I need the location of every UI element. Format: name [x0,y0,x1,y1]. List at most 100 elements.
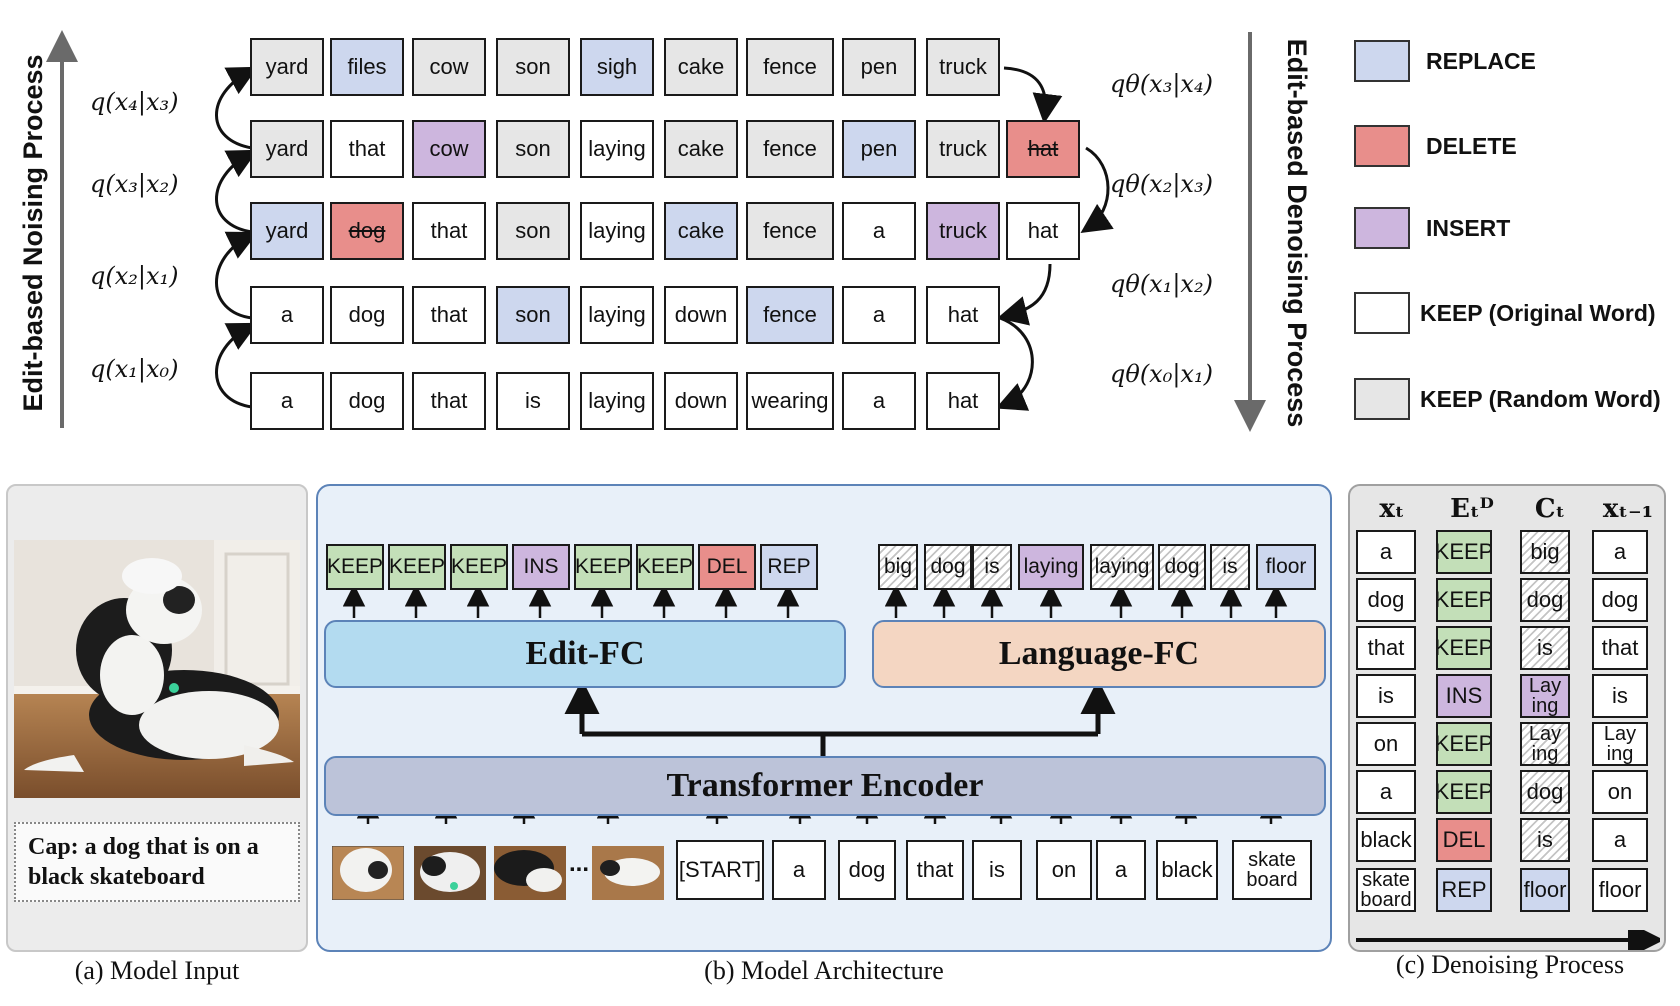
image-patch-3 [494,846,566,900]
qtheta-label-3-4: qθ(x₃|x₄) [1110,70,1213,98]
edit-op-keep: KEEP [1436,578,1492,622]
predicted-word: laying [1090,544,1154,590]
token-rand: cow [412,38,486,96]
panel-a-title: (a) Model Input [74,956,240,985]
legend-swatch [1354,207,1410,249]
legend-swatch [1354,292,1410,334]
token-del: dog [330,202,404,260]
candidate-word: Lay ing [1520,674,1570,718]
token-keep: wearing [746,372,834,430]
edit-op-keep: KEEP [450,544,508,590]
token-rep: files [330,38,404,96]
input-token: dog [838,840,896,900]
noising-process-label: Edit-based Noising Process [18,54,48,412]
legend-swatch [1354,378,1410,420]
panel-c-arrow [1356,930,1660,950]
token-rand: truck [926,38,1000,96]
token-rand: cake [664,120,738,178]
denoising-process-label: Edit-based Denoising Process [1282,38,1312,428]
token-rep: son [496,286,570,344]
input-token: is [972,840,1022,900]
token-keep: a [842,372,916,430]
xt-minus-1-token: floor [1592,868,1648,912]
xt-token: black [1356,818,1416,862]
token-rand: son [496,120,570,178]
token-keep: dog [330,286,404,344]
token-rand: cake [664,38,738,96]
token-rep: cake [664,202,738,260]
qtheta-label-2-3: qθ(x₂|x₃) [1110,170,1213,198]
token-keep: a [842,202,916,260]
edit-op-keep: KEEP [326,544,384,590]
edit-op-keep: KEEP [1436,626,1492,670]
token-rand: fence [746,38,834,96]
edit-op-keep: KEEP [1436,722,1492,766]
xt-minus-1-token: a [1592,818,1648,862]
token-rep: sigh [580,38,654,96]
edit-op-keep: KEEP [388,544,446,590]
token-keep: down [664,286,738,344]
top-arrows [46,30,1266,432]
token-rep: pen [842,120,916,178]
predicted-word: is [972,544,1012,590]
token-keep: hat [926,372,1000,430]
token-ins: truck [926,202,1000,260]
edit-op-keep: KEEP [574,544,632,590]
input-token: black [1156,840,1218,900]
token-rand: son [496,38,570,96]
xt-token: dog [1356,578,1416,622]
token-rand: pen [842,38,916,96]
column-header: xₜ [1379,494,1405,524]
panel-b-title: (b) Model Architecture [704,956,944,985]
token-keep: laying [580,120,654,178]
q-label-4-3: q(x₄|x₃) [90,88,179,116]
token-rep: fence [746,286,834,344]
input-token: [START] [676,840,764,900]
token-rand: fence [746,202,834,260]
candidate-word: floor [1520,868,1570,912]
caption-box: Cap: a dog that is on a black skateboard [14,822,300,902]
image-patch-2 [414,846,486,900]
token-del: hat [1006,120,1080,178]
token-keep: a [250,286,324,344]
token-keep: laying [580,286,654,344]
token-ins: cow [412,120,486,178]
candidate-word: dog [1520,770,1570,814]
token-rand: yard [250,38,324,96]
token-keep: is [496,372,570,430]
token-keep: laying [580,202,654,260]
legend-swatch [1354,40,1410,82]
edit-op-ins: INS [1436,674,1492,718]
column-header: Cₜ [1534,494,1566,524]
edit-op-del: DEL [698,544,756,590]
legend-label: KEEP (Random Word) [1420,386,1661,412]
xt-minus-1-token: Lay ing [1592,722,1648,766]
edit-op-ins: INS [512,544,570,590]
predicted-word: big [878,544,918,590]
xt-token: is [1356,674,1416,718]
predicted-word: is [1210,544,1250,590]
image-patch-1 [332,846,404,900]
candidate-word: is [1520,626,1570,670]
token-rand: fence [746,120,834,178]
edit-op-del: DEL [1436,818,1492,862]
transformer-encoder-block: Transformer Encoder [324,756,1326,816]
token-keep: that [412,372,486,430]
legend-label: KEEP (Original Word) [1420,300,1656,326]
panel-c-title: (c) Denoising Process [1395,950,1625,979]
q-label-2-1: q(x₂|x₁) [90,262,179,290]
legend-label: DELETE [1426,133,1517,159]
candidate-word: big [1520,530,1570,574]
xt-minus-1-token: is [1592,674,1648,718]
input-token: a [1096,840,1146,900]
predicted-word: dog [924,544,972,590]
edit-op-keep: KEEP [1436,770,1492,814]
xt-token: that [1356,626,1416,670]
xt-token: a [1356,770,1416,814]
qtheta-label-1-2: qθ(x₁|x₂) [1110,270,1213,298]
input-token: a [772,840,826,900]
input-token: that [906,840,964,900]
qtheta-label-0-1: qθ(x₀|x₁) [1110,360,1213,388]
q-label-1-0: q(x₁|x₀) [90,355,179,383]
token-keep: down [664,372,738,430]
